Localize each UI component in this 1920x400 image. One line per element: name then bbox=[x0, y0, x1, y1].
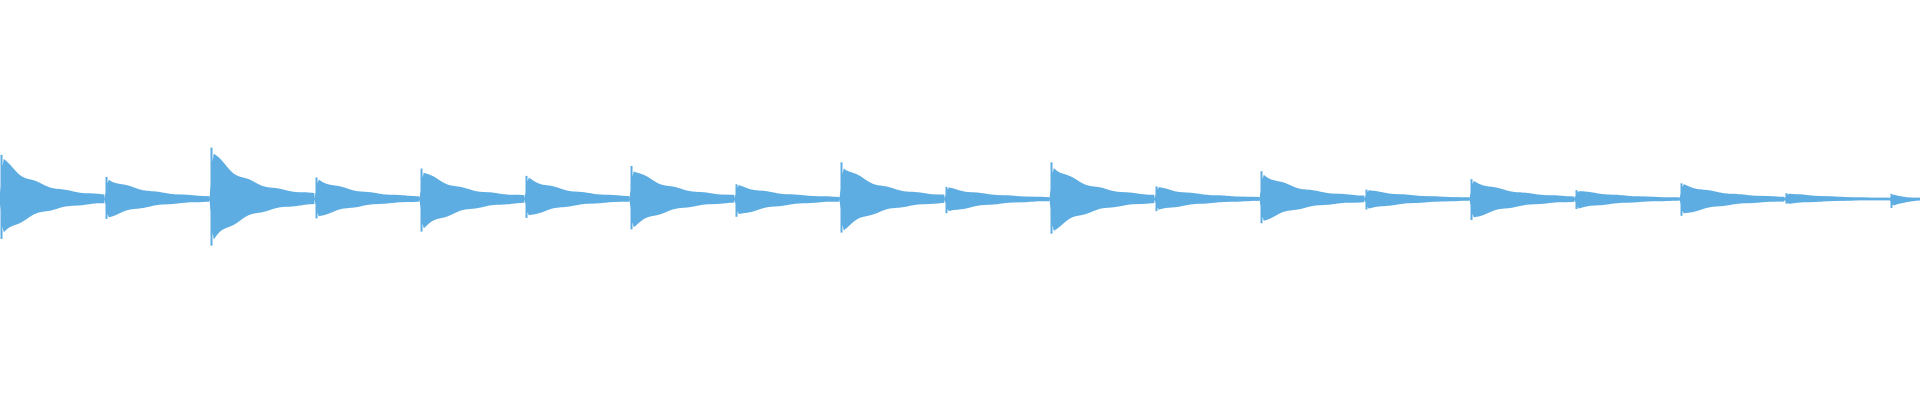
waveform-note-15 bbox=[1469, 180, 1575, 218]
waveform-note-18 bbox=[1784, 193, 1890, 204]
waveform-segments bbox=[0, 147, 1920, 246]
waveform-note-4 bbox=[314, 179, 420, 217]
waveform-note-11 bbox=[1049, 168, 1155, 231]
waveform-note-5 bbox=[419, 172, 525, 229]
waveform-note-10 bbox=[944, 187, 1050, 212]
waveform-note-19 bbox=[1889, 194, 1920, 206]
waveform-note-14 bbox=[1364, 190, 1470, 209]
waveform-note-3 bbox=[209, 153, 315, 240]
waveform-note-16 bbox=[1574, 191, 1680, 209]
waveform-note-12 bbox=[1154, 187, 1260, 210]
waveform-note-1 bbox=[0, 158, 105, 233]
waveform-note-8 bbox=[734, 185, 840, 215]
waveform-note-7 bbox=[629, 171, 735, 228]
waveform-note-17 bbox=[1679, 184, 1785, 214]
waveform-note-13 bbox=[1259, 174, 1365, 221]
waveform-note-2 bbox=[104, 179, 210, 218]
waveform-note-9 bbox=[839, 168, 945, 231]
waveform-note-6 bbox=[524, 177, 630, 216]
